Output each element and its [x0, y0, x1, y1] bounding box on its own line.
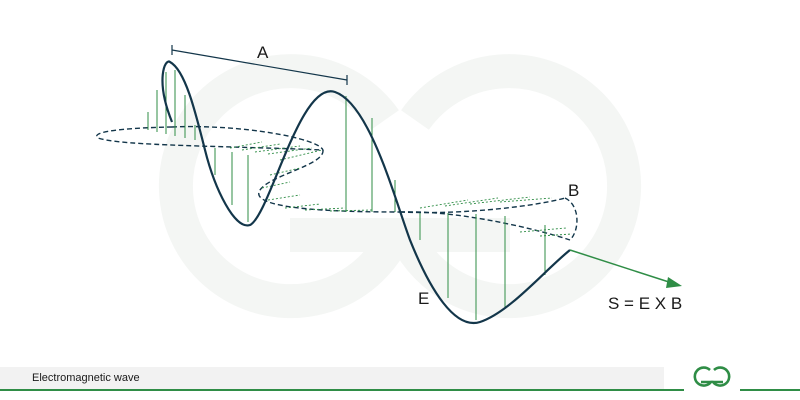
wavelength-marker [171, 45, 348, 85]
poynting-formula: S = E X B [608, 294, 682, 313]
wavelength-label: A [257, 43, 269, 62]
magnetic-field-vector [267, 147, 313, 155]
magnetic-field-vector [419, 199, 469, 209]
electric-wave-curve [161, 60, 571, 325]
magnetic-field-vector [329, 209, 373, 212]
magnetic-field-vector [241, 143, 281, 151]
magnetic-field-vector [261, 181, 291, 189]
caption-bar: Electromagnetic wave [0, 367, 800, 391]
caption-underline [0, 389, 800, 391]
magnetic-field-vector [229, 141, 263, 149]
magnetic-field-envelope [96, 125, 578, 241]
magnetic-field-label: B [568, 181, 579, 200]
electric-field-lines [147, 70, 546, 320]
magnetic-field-vector [539, 233, 573, 237]
magnetic-field-vector [304, 207, 346, 211]
magnetic-field-vector [267, 194, 301, 201]
electric-field-label: E [418, 289, 429, 308]
figure-caption: Electromagnetic wave [32, 372, 140, 384]
gfg-logo-icon [693, 366, 731, 387]
propagation-arrow [569, 249, 682, 288]
gfg-logo [684, 362, 740, 392]
magnetic-field-lines [229, 141, 573, 237]
magnetic-field-vector [279, 149, 323, 161]
magnetic-field-vector [284, 203, 321, 209]
magnetic-field-vector [499, 197, 553, 203]
magnetic-field-vector [444, 197, 499, 207]
caption-background [0, 367, 664, 391]
magnetic-field-vector [269, 167, 301, 176]
gfg-watermark [158, 54, 642, 319]
magnetic-field-vector [254, 145, 301, 153]
